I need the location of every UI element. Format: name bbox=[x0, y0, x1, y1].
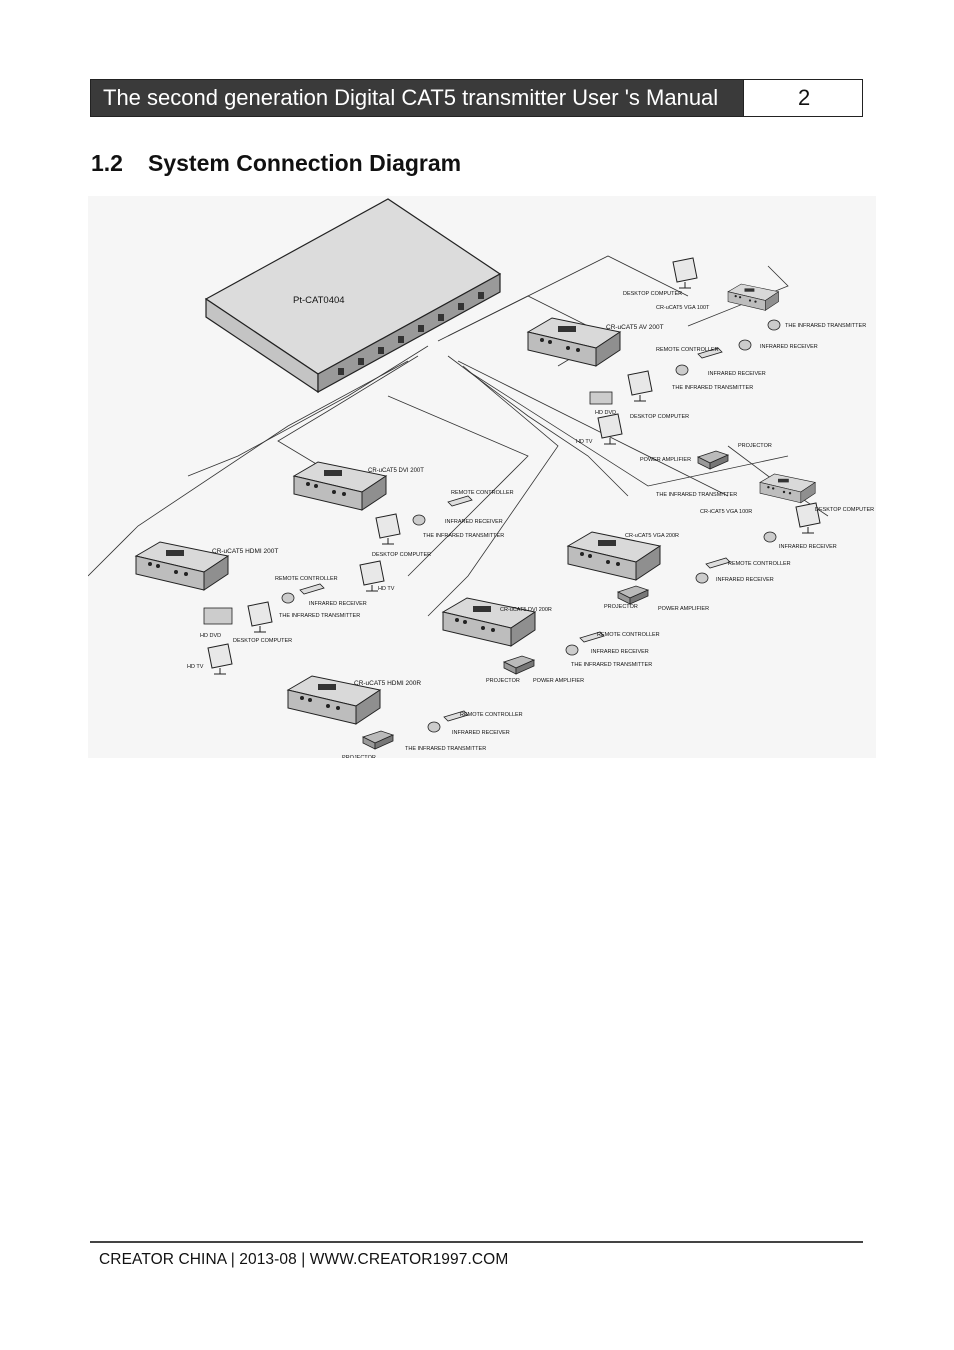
label-projector-3: PROJECTOR bbox=[486, 678, 520, 684]
label-projector-1: PROJECTOR bbox=[738, 443, 772, 449]
label-desktop-computer-5: DESKTOP COMPUTER bbox=[233, 638, 292, 644]
label-vga100t: CR-uCAT5 VGA 100T bbox=[656, 305, 710, 311]
section-title: System Connection Diagram bbox=[148, 150, 462, 176]
label-projector-2: PROJECTOR bbox=[604, 604, 638, 610]
label-power-amplifier-2: POWER AMPLIFIER bbox=[658, 606, 709, 612]
footer-text: CREATOR CHINA | 2013-08 | WWW.CREATOR199… bbox=[99, 1251, 509, 1268]
label-hd-tv-2: HD TV bbox=[378, 586, 395, 592]
label-dvi200t: CR-uCAT5 DVI 200T bbox=[368, 468, 424, 474]
label-desktop-computer-1: DESKTOP COMPUTER bbox=[623, 291, 682, 297]
manual-title: The second generation Digital CAT5 trans… bbox=[91, 80, 743, 116]
header-bar: The second generation Digital CAT5 trans… bbox=[90, 79, 863, 117]
label-ir-receiver-1: INFRARED RECEIVER bbox=[760, 344, 818, 350]
label-remote-controller-6: REMOTE CONTROLLER bbox=[460, 712, 523, 718]
label-ir-receiver-6: INFRARED RECEIVER bbox=[309, 601, 367, 607]
label-ir-receiver-5: INFRARED RECEIVER bbox=[716, 577, 774, 583]
label-power-amplifier-1: POWER AMPLIFIER bbox=[640, 457, 691, 463]
label-ir-receiver-8: INFRARED RECEIVER bbox=[452, 730, 510, 736]
label-vga200r: CR-uCAT5 VGA 200R bbox=[625, 533, 679, 539]
label-ir-transmitter-6: THE INFRARED TRANSMITTER bbox=[571, 662, 652, 668]
label-hd-dvd-1: HD DVD bbox=[595, 410, 616, 416]
pt-cat0404-unit bbox=[204, 198, 502, 394]
label-desktop-computer-4: DESKTOP COMPUTER bbox=[372, 552, 431, 558]
section-heading: 1.2 System Connection Diagram bbox=[91, 150, 461, 177]
cat5-cables bbox=[88, 255, 829, 617]
label-ir-receiver-7: INFRARED RECEIVER bbox=[591, 649, 649, 655]
label-projector-4: PROJECTOR bbox=[342, 755, 376, 758]
page-number: 2 bbox=[743, 80, 862, 116]
label-av200t: CR-uCAT5 AV 200T bbox=[606, 324, 664, 331]
label-ir-receiver-4: INFRARED RECEIVER bbox=[445, 519, 503, 525]
label-ir-transmitter-3: THE INFRARED TRANSMITTER bbox=[656, 492, 737, 498]
label-ir-receiver-2: INFRARED RECEIVER bbox=[708, 371, 766, 377]
label-ir-transmitter-2: THE INFRARED TRANSMITTER bbox=[672, 385, 753, 391]
label-desktop-computer-3: DESKTOP COMPUTER bbox=[815, 507, 874, 513]
label-vga100r: CR-iCAT5 VGA 100R bbox=[700, 509, 752, 515]
label-dvi200r: CR-uCAT5 DVI 200R bbox=[500, 607, 552, 613]
label-ir-transmitter-7: THE INFRARED TRANSMITTER bbox=[405, 746, 486, 752]
label-hd-tv-1: HD TV bbox=[576, 439, 593, 445]
label-remote-controller-5: REMOTE CONTROLLER bbox=[597, 632, 660, 638]
label-remote-controller-3: REMOTE CONTROLLER bbox=[728, 561, 791, 567]
label-hd-dvd-2: HD DVD bbox=[200, 633, 221, 639]
label-ir-transmitter-1: THE INFRARED TRANSMITTER bbox=[785, 323, 866, 329]
label-hdmi200t: CR-uCAT5 HDMI 200T bbox=[212, 548, 278, 555]
label-remote-controller-4: REMOTE CONTROLLER bbox=[275, 576, 338, 582]
footer-divider bbox=[90, 1241, 863, 1243]
label-remote-controller-1: REMOTE CONTROLLER bbox=[656, 347, 719, 353]
system-connection-diagram: Pt-CAT0404 DESKTOP COMPUTER CR-uCAT5 VGA… bbox=[88, 196, 876, 758]
label-ir-transmitter-4: THE INFRARED TRANSMITTER bbox=[423, 533, 504, 539]
label-remote-controller-2: REMOTE CONTROLLER bbox=[451, 490, 514, 496]
label-ir-receiver-3: INFRARED RECEIVER bbox=[779, 544, 837, 550]
label-ir-transmitter-5: THE INFRARED TRANSMITTER bbox=[279, 613, 360, 619]
label-power-amplifier-3: POWER AMPLIFIER bbox=[533, 678, 584, 684]
section-number: 1.2 bbox=[91, 150, 123, 176]
label-hd-tv-3: HD TV bbox=[187, 664, 204, 670]
main-unit-label: Pt-CAT0404 bbox=[293, 295, 345, 306]
label-desktop-computer-2: DESKTOP COMPUTER bbox=[630, 414, 689, 420]
label-hdmi200r: CR-uCAT5 HDMI 200R bbox=[354, 680, 421, 687]
